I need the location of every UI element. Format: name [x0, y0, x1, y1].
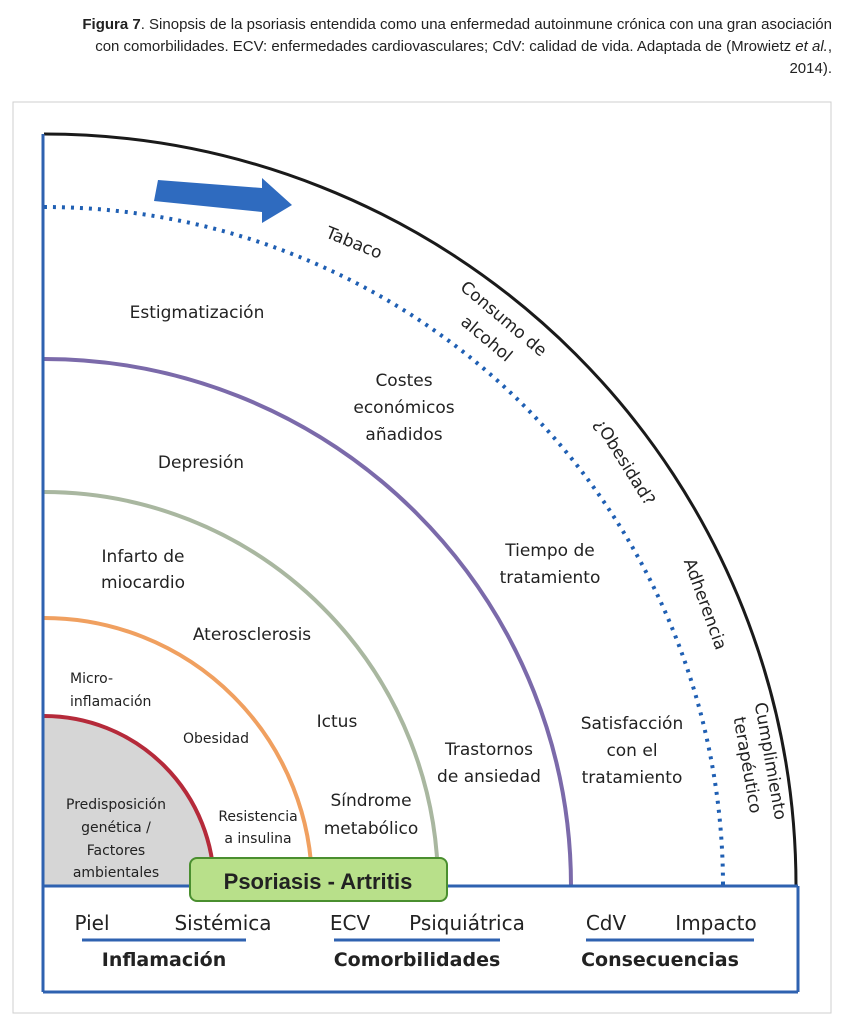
- estigmatizacion-label: Estigmatización: [130, 303, 265, 323]
- costes-line-2: económicos: [353, 398, 454, 418]
- comorbilidades-title: Comorbilidades: [334, 949, 501, 971]
- psoriasis-badge: [189, 857, 448, 902]
- trastornos-line-2: de ansiedad: [437, 767, 541, 787]
- ictus-label: Ictus: [317, 712, 358, 732]
- caption-text-2: , 2014).: [789, 38, 832, 77]
- dotted-arc: [43, 205, 725, 887]
- consecuencias-left: CdV: [586, 911, 627, 935]
- sindrome-line-2: metabólico: [324, 819, 419, 839]
- infarto-line-2: miocardio: [101, 573, 185, 593]
- caption-etal: et al.: [795, 38, 828, 55]
- core-line-2: genética /: [81, 820, 151, 836]
- outer-arc: [43, 132, 798, 887]
- satisfaccion-line-1: Satisfacción: [581, 714, 683, 734]
- micro-line-1: Micro-: [70, 671, 113, 687]
- satisfaccion-line-3: tratamiento: [582, 768, 683, 788]
- psoriasis-badge-label: Psoriasis - Artritis: [224, 869, 413, 894]
- inflamacion-right: Sistémica: [174, 911, 271, 935]
- satisfaccion-line-2: con el: [606, 741, 657, 761]
- obesidad-label: Obesidad: [183, 731, 249, 747]
- green-arc: [43, 490, 440, 887]
- core-line-4: ambientales: [73, 865, 159, 881]
- depresion-label: Depresión: [158, 453, 244, 473]
- consecuencias-right: Impacto: [675, 911, 756, 935]
- tabaco-label: Tabaco: [322, 223, 385, 264]
- micro-line-2: inflamación: [70, 694, 151, 710]
- resistencia-line-1: Resistencia: [218, 809, 297, 825]
- direction-arrow-icon: [154, 178, 292, 223]
- core-disk: [44, 716, 214, 886]
- tiempo-line-1: Tiempo de: [504, 541, 594, 561]
- sindrome-line-1: Síndrome: [330, 791, 411, 811]
- figure-label: Figura 7: [82, 16, 141, 33]
- figure-caption: Figura 7. Sinopsis de la psoriasis enten…: [72, 14, 832, 80]
- resistencia-line-2: a insulina: [224, 831, 291, 847]
- costes-line-1: Costes: [375, 371, 432, 391]
- inflamacion-title: Inflamación: [102, 949, 226, 971]
- purple-arc: [43, 357, 573, 887]
- red-arc: [43, 714, 216, 887]
- trastornos-line-1: Trastornos: [444, 740, 533, 760]
- costes-line-3: añadidos: [365, 425, 442, 445]
- comorbilidades-left: ECV: [330, 911, 371, 935]
- diagram-frame: [12, 101, 832, 1014]
- comorbilidades-right: Psiquiátrica: [409, 911, 525, 935]
- adherencia-label: Adherencia: [679, 556, 731, 653]
- infarto-line-1: Infarto de: [102, 547, 185, 567]
- tiempo-line-2: tratamiento: [500, 568, 601, 588]
- caption-text-1: . Sinopsis de la psoriasis entendida com…: [95, 16, 832, 55]
- inflamacion-left: Piel: [74, 911, 109, 935]
- core-line-1: Predisposición: [66, 797, 166, 813]
- aterosclerosis-label: Aterosclerosis: [193, 625, 311, 645]
- consecuencias-title: Consecuencias: [581, 949, 739, 971]
- core-line-3: Factores: [87, 843, 145, 859]
- orange-arc: [43, 616, 314, 887]
